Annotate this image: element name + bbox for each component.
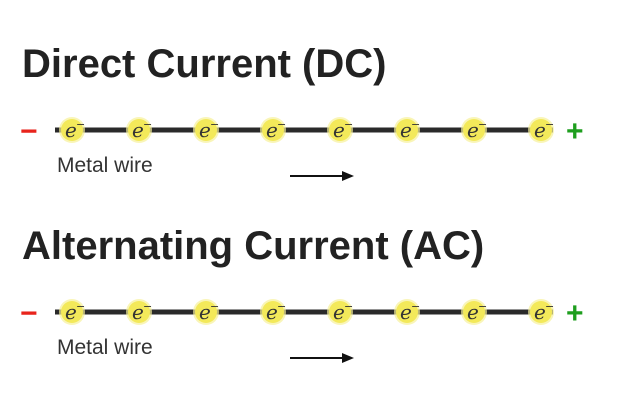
electron-symbol: e <box>534 300 546 324</box>
electron-icon: e− <box>260 117 286 143</box>
electron-charge: − <box>344 118 353 131</box>
electron-icon: e− <box>193 299 219 325</box>
electron-charge: − <box>143 300 152 313</box>
electron-symbol: e <box>266 300 278 324</box>
electron-charge: − <box>277 118 286 131</box>
electron-charge: − <box>411 300 420 313</box>
electron-icon: e− <box>126 299 152 325</box>
electron-icon: e− <box>59 117 85 143</box>
electron-symbol: e <box>199 118 211 142</box>
electron-icon: e− <box>59 299 85 325</box>
electron-symbol: e <box>65 300 77 324</box>
electron-charge: − <box>76 118 85 131</box>
electron-charge: − <box>277 300 286 313</box>
electron-charge: − <box>478 118 487 131</box>
positive-terminal-sign: + <box>566 115 584 148</box>
ac-title: Alternating Current (AC) <box>22 224 485 268</box>
dc-circuit: −e−e−e−e−e−e−e−e−+ <box>0 112 640 152</box>
electron-charge: − <box>344 300 353 313</box>
electron-symbol: e <box>132 300 144 324</box>
electron-charge: − <box>545 300 554 313</box>
electron-symbol: e <box>467 118 479 142</box>
electron-symbol: e <box>65 118 77 142</box>
electron-symbol: e <box>199 300 211 324</box>
electron-icon: e− <box>126 117 152 143</box>
electron-icon: e− <box>461 299 487 325</box>
electron-charge: − <box>210 118 219 131</box>
electron-charge: − <box>210 300 219 313</box>
electron-charge: − <box>478 300 487 313</box>
electron-icon: e− <box>260 299 286 325</box>
dc-wire-diagram: −e−e−e−e−e−e−e−e−+ <box>20 115 584 148</box>
negative-terminal-sign: − <box>20 115 38 148</box>
electron-symbol: e <box>400 300 412 324</box>
electron-icon: e− <box>193 117 219 143</box>
electron-icon: e− <box>528 117 554 143</box>
negative-terminal-sign: − <box>20 297 38 330</box>
electron-icon: e− <box>327 299 353 325</box>
electron-symbol: e <box>400 118 412 142</box>
electron-symbol: e <box>467 300 479 324</box>
electron-symbol: e <box>534 118 546 142</box>
electron-icon: e− <box>394 117 420 143</box>
positive-terminal-sign: + <box>566 297 584 330</box>
electron-charge: − <box>411 118 420 131</box>
electron-icon: e− <box>461 117 487 143</box>
electron-charge: − <box>545 118 554 131</box>
ac-wire-diagram: −e−e−e−e−e−e−e−e−+ <box>20 297 584 330</box>
right-arrow-icon <box>290 171 354 181</box>
electron-icon: e− <box>394 299 420 325</box>
ac-circuit: −e−e−e−e−e−e−e−e−+ <box>0 294 640 334</box>
electron-symbol: e <box>333 300 345 324</box>
dc-wire-label: Metal wire <box>57 154 153 177</box>
electron-charge: − <box>143 118 152 131</box>
right-arrow-icon <box>290 353 354 363</box>
electron-charge: − <box>76 300 85 313</box>
ac-wire-label: Metal wire <box>57 336 153 359</box>
electron-symbol: e <box>132 118 144 142</box>
electron-icon: e− <box>528 299 554 325</box>
electron-icon: e− <box>327 117 353 143</box>
electron-symbol: e <box>266 118 278 142</box>
dc-title: Direct Current (DC) <box>22 42 387 86</box>
electron-symbol: e <box>333 118 345 142</box>
